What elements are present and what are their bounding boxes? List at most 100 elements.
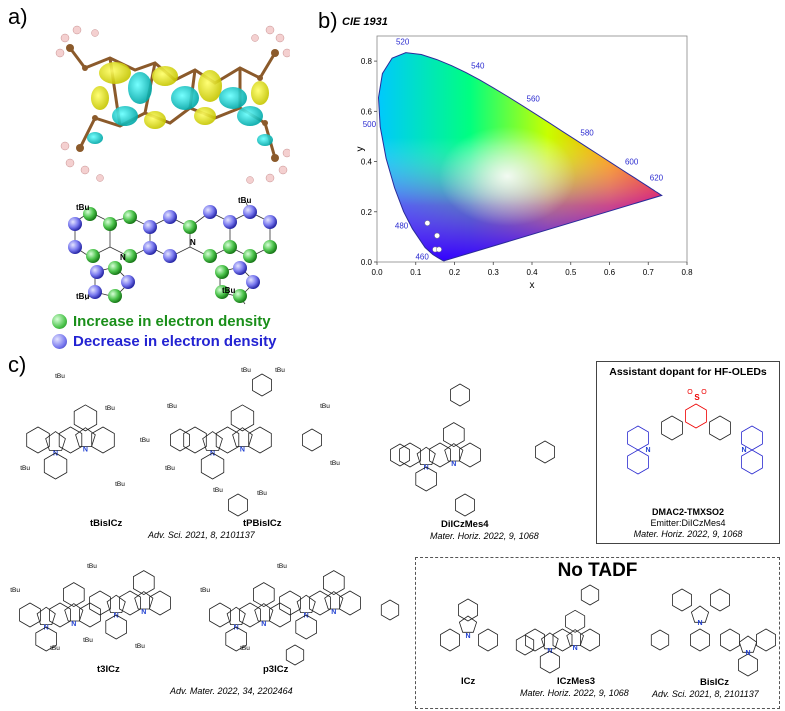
compound-name-tbisicz: tBisICz <box>90 518 123 529</box>
pyrrole-ring <box>232 427 253 447</box>
compound-name-tpbisicz: tPBisICz <box>243 518 282 529</box>
atom-label: N <box>53 451 58 458</box>
atom-label: tBu <box>135 643 145 650</box>
benzene-ring <box>91 426 115 454</box>
benzene-ring <box>230 404 255 432</box>
atom-label: N <box>234 624 239 631</box>
x-tick-label: 0.5 <box>565 268 577 277</box>
tbu-label-bottom-right: tBu <box>222 286 236 295</box>
atom-label: N <box>741 447 746 454</box>
tbu-label-bottom-left: tBu <box>76 292 90 301</box>
wavelength-label: 520 <box>396 38 410 47</box>
benzene-ring <box>450 383 470 407</box>
benzene-ring <box>672 588 692 612</box>
x-tick-label: 0.7 <box>643 268 655 277</box>
benzene-ring <box>105 614 127 640</box>
pyrrole-ring <box>36 606 56 625</box>
ref-tbisicz: Adv. Sci. 2021, 8, 2101137 <box>148 530 255 540</box>
benzene-ring <box>119 590 141 616</box>
benzene-ring <box>200 452 225 480</box>
panel-a-label: a) <box>8 4 28 29</box>
data-point <box>436 246 442 253</box>
benzene-ring <box>429 442 451 468</box>
atom-label: tBu <box>87 563 97 570</box>
atom-label: N <box>261 621 266 628</box>
pyrrole-ring <box>75 427 96 447</box>
atom-label: N <box>573 645 578 652</box>
benzene-ring <box>738 653 758 677</box>
atom-label: tBu <box>55 373 65 380</box>
atom-label: tBu <box>241 367 251 374</box>
y-tick-label: 0.8 <box>361 57 373 66</box>
atom-label: tBu <box>200 587 210 594</box>
tbu-label-top-right: tBu <box>238 196 252 205</box>
benzene-ring <box>209 602 231 628</box>
x-tick-label: 0.6 <box>604 268 616 277</box>
wavelength-label: 460 <box>415 252 429 261</box>
atom-label: N <box>44 624 49 631</box>
cie-title: CIE 1931 <box>342 16 388 28</box>
assistant-ref: Mater. Horiz. 2022, 9, 1068 <box>633 529 743 539</box>
benzene-ring <box>525 628 545 652</box>
assistant-compound-name: DMAC2-TMXSO2 <box>651 507 724 517</box>
benzene-ring <box>756 628 776 652</box>
density-schematic <box>68 199 277 305</box>
benzene-ring <box>252 582 275 608</box>
benzene-ring <box>339 590 361 616</box>
compound-name-bisicz: BisICz <box>700 677 730 688</box>
benzene-ring <box>43 452 68 480</box>
atom-label: tBu <box>10 587 20 594</box>
assistant-emitter: Emitter:DiICzMes4 <box>650 518 726 528</box>
atom-label: N <box>547 648 552 655</box>
atom-label: N <box>114 612 119 619</box>
no-tadf-title: No TADF <box>557 560 638 581</box>
panel-c-label: c) <box>8 352 27 377</box>
benzene-ring <box>627 449 649 475</box>
atom-label: tBu <box>83 637 93 644</box>
pyrrole-ring <box>541 632 559 650</box>
benzene-ring <box>248 426 272 454</box>
benzene-ring <box>535 440 555 464</box>
benzene-ring <box>552 628 573 652</box>
benzene-ring <box>442 422 465 448</box>
ref-diiczmes4: Mater. Horiz. 2022, 9, 1068 <box>430 531 539 541</box>
x-tick-label: 0.0 <box>371 268 383 277</box>
ref-bisicz: Adv. Sci. 2021, 8, 2101137 <box>652 689 759 699</box>
pyrrole-ring <box>416 446 436 466</box>
pyrrole-ring <box>226 606 246 625</box>
x-tick-label: 0.1 <box>410 268 422 277</box>
benzene-ring <box>302 428 322 452</box>
atom-label: N <box>304 612 309 619</box>
pyrrole-ring <box>324 591 344 610</box>
wavelength-label: 620 <box>650 174 664 183</box>
pyrrole-ring <box>106 594 126 613</box>
benzene-ring <box>539 650 560 674</box>
atom-label: N <box>141 609 146 616</box>
atom-label: N <box>745 650 750 657</box>
pyrrole-ring <box>566 629 584 646</box>
nitrogen-label-right: N <box>190 238 196 247</box>
data-point <box>424 220 431 226</box>
atom-label: N <box>451 461 456 468</box>
benzene-ring <box>685 403 707 429</box>
atom-label: tBu <box>50 645 60 652</box>
nitrogen-label-left: N <box>120 253 126 262</box>
pyrrole-ring <box>738 635 758 653</box>
x-tick-label: 0.3 <box>488 268 500 277</box>
benzene-ring <box>49 602 71 628</box>
atom-label: N <box>71 621 76 628</box>
atom-label: tBu <box>167 403 177 410</box>
atom-label: N <box>210 451 215 458</box>
wavelength-label: 580 <box>580 129 594 138</box>
y-axis-label: y <box>355 147 366 152</box>
benzene-ring <box>269 602 291 628</box>
x-tick-label: 0.8 <box>681 268 693 277</box>
benzene-ring <box>252 373 272 397</box>
x-tick-label: 0.2 <box>449 268 461 277</box>
benzene-ring <box>295 614 318 640</box>
ref-iczmes3: Mater. Horiz. 2022, 9, 1068 <box>520 688 629 698</box>
atom-label: N <box>240 447 245 454</box>
benzene-ring <box>565 609 586 633</box>
benzene-ring <box>690 628 710 652</box>
